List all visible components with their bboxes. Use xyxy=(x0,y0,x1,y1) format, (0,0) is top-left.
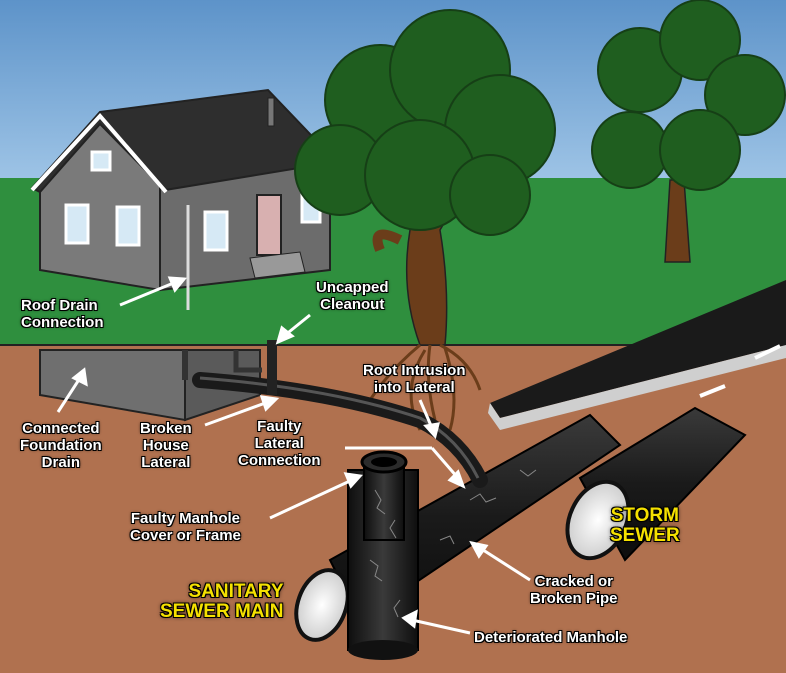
arrow-root xyxy=(418,399,441,440)
label-line: Connected xyxy=(22,420,100,437)
label-line: Deteriorated Manhole xyxy=(474,629,628,646)
label-line: Broken xyxy=(140,420,192,437)
arrow-manhole xyxy=(401,609,471,635)
label-line: Foundation xyxy=(20,437,102,454)
arrow-faulty-lateral xyxy=(345,446,466,489)
label-line: Connection xyxy=(238,452,321,469)
label-line: Connection xyxy=(21,314,104,331)
label-line: Lateral xyxy=(141,454,191,471)
label-line: Drain xyxy=(41,454,80,471)
label-line: Lateral xyxy=(254,435,304,452)
arrow-faulty-manhole xyxy=(269,472,363,520)
label-storm-sewer: STORM SEWER xyxy=(610,506,680,546)
label-line: Root Intrusion xyxy=(363,362,466,379)
arrows xyxy=(56,276,531,635)
label-line: Cover or Frame xyxy=(130,527,241,544)
label-line: SEWER MAIN xyxy=(160,601,284,622)
label-line: STORM xyxy=(610,505,679,526)
arrow-cleanout xyxy=(275,313,311,345)
label-root-intrusion: Root Intrusion into Lateral xyxy=(363,362,465,396)
label-faulty-lateral: Faulty Lateral Connection xyxy=(238,418,321,469)
label-deteriorated-manhole: Deteriorated Manhole xyxy=(474,629,627,646)
tree-small xyxy=(591,0,786,263)
sanitary-pipes xyxy=(182,340,622,660)
label-roof-drain: Roof Drain Connection xyxy=(21,297,104,331)
label-line: House xyxy=(142,437,189,454)
arrow-foundation xyxy=(56,367,88,413)
storm-sewer-pipe xyxy=(565,406,747,562)
label-uncapped-cleanout: Uncapped Cleanout xyxy=(316,279,389,313)
label-foundation-drain: Connected Foundation Drain xyxy=(20,420,102,471)
label-line: SEWER xyxy=(610,525,680,546)
label-line: Roof Drain xyxy=(21,297,98,314)
arrow-cracked-pipe xyxy=(469,540,531,582)
label-faulty-manhole: Faulty Manhole Cover or Frame xyxy=(130,510,241,544)
road xyxy=(488,280,786,430)
label-line: Faulty xyxy=(257,418,302,435)
label-line: Faulty Manhole xyxy=(130,510,241,527)
label-cracked-pipe: Cracked or Broken Pipe xyxy=(530,573,618,607)
label-line: SANITARY xyxy=(188,581,284,602)
label-line: Cracked or xyxy=(534,573,613,590)
label-line: Uncapped xyxy=(316,279,389,296)
label-line: into Lateral xyxy=(373,379,455,396)
arrow-broken-lateral xyxy=(204,395,280,427)
arrow-roof-drain xyxy=(119,276,187,307)
tree-large xyxy=(294,9,556,346)
label-line: Cleanout xyxy=(320,296,385,313)
label-line: Broken Pipe xyxy=(530,590,618,607)
label-broken-lateral: Broken House Lateral xyxy=(140,420,192,471)
label-sanitary-main: SANITARY SEWER MAIN xyxy=(160,582,284,622)
